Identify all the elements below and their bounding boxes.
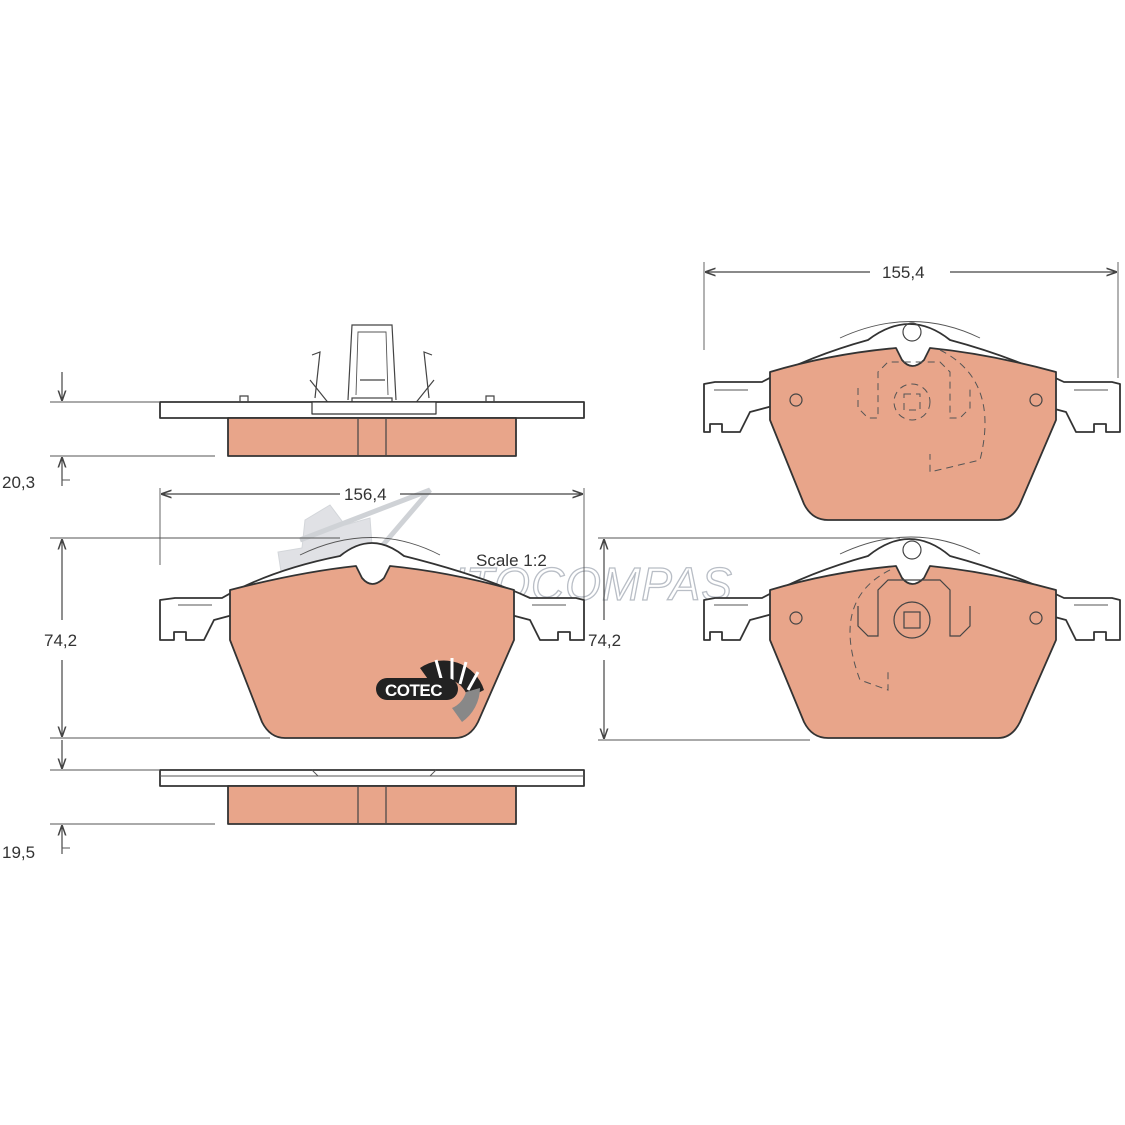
friction-material-side-top — [227, 417, 517, 457]
scale-label: Scale 1:2 — [476, 551, 547, 570]
cotec-text: COTEC — [385, 681, 442, 700]
height-dimension-left: 74,2 — [44, 537, 340, 739]
friction-material-side-bottom — [227, 785, 517, 825]
width-label-left: 156,4 — [344, 485, 387, 504]
front-view-right-top: 155,4 — [703, 262, 1121, 521]
cotec-badge — [376, 678, 458, 700]
width-dimension-left: 156,4 — [159, 485, 585, 600]
side-view-bottom: 19,5 — [2, 740, 585, 862]
height-label-left: 74,2 — [44, 631, 77, 650]
backing-plate-bottom — [159, 769, 585, 787]
friction-material-right-bottom — [769, 565, 1057, 739]
width-label-right: 155,4 — [882, 263, 925, 282]
side-view-top: 20,3 — [2, 324, 585, 492]
mounting-hole-right-bottom — [902, 540, 922, 560]
thickness-dimension-bottom: 19,5 — [2, 740, 215, 862]
height-label-right: 74,2 — [588, 631, 621, 650]
thickness-dimension-top: 20,3 — [2, 372, 215, 492]
thickness-label-bottom: 19,5 — [2, 843, 35, 862]
friction-material-right-top — [769, 347, 1057, 521]
front-view-left: 156,4 COTEC Scale 1:2 74,2 — [44, 485, 585, 739]
thickness-label-top: 20,3 — [2, 473, 35, 492]
cotec-logo: COTEC — [376, 658, 484, 722]
height-dimension-right: 74,2 — [588, 537, 900, 741]
width-dimension-right: 155,4 — [703, 262, 1119, 378]
front-view-right-bottom: 74,2 — [588, 536, 1121, 741]
mounting-hole-right-top — [902, 322, 922, 342]
retaining-spring-clip — [309, 324, 435, 407]
